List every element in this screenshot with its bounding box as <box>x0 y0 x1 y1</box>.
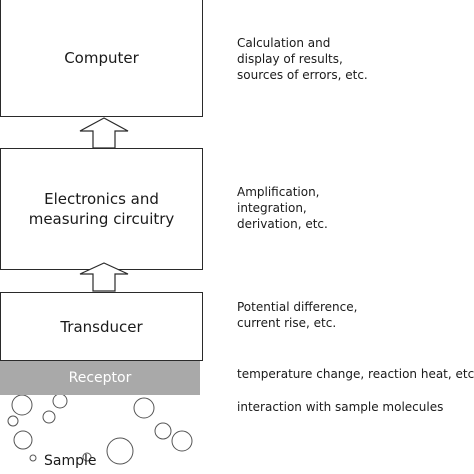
transducer-label: Transducer <box>60 317 143 336</box>
electronics-note: Amplification, integration, derivation, … <box>237 185 328 231</box>
receptor-note: temperature change, reaction heat, etc <box>237 367 474 381</box>
transducer-note: Potential difference, current rise, etc. <box>237 300 358 330</box>
sample-molecules <box>7 395 193 465</box>
receptor-layer: Receptor <box>0 361 200 395</box>
arrow-electronics-to-computer <box>79 117 129 149</box>
electronics-label: Electronics and measuring circuitry <box>28 190 175 228</box>
computer-block: Computer <box>0 0 203 117</box>
interaction-note: interaction with sample molecules <box>237 400 444 414</box>
arrow-transducer-to-electronics <box>79 262 129 292</box>
sample-label: Sample <box>44 453 97 469</box>
computer-note: Calculation and display of results, sour… <box>237 36 368 82</box>
transducer-block: Transducer <box>0 292 203 361</box>
computer-label: Computer <box>64 49 139 67</box>
electronics-block: Electronics and measuring circuitry <box>0 148 203 270</box>
